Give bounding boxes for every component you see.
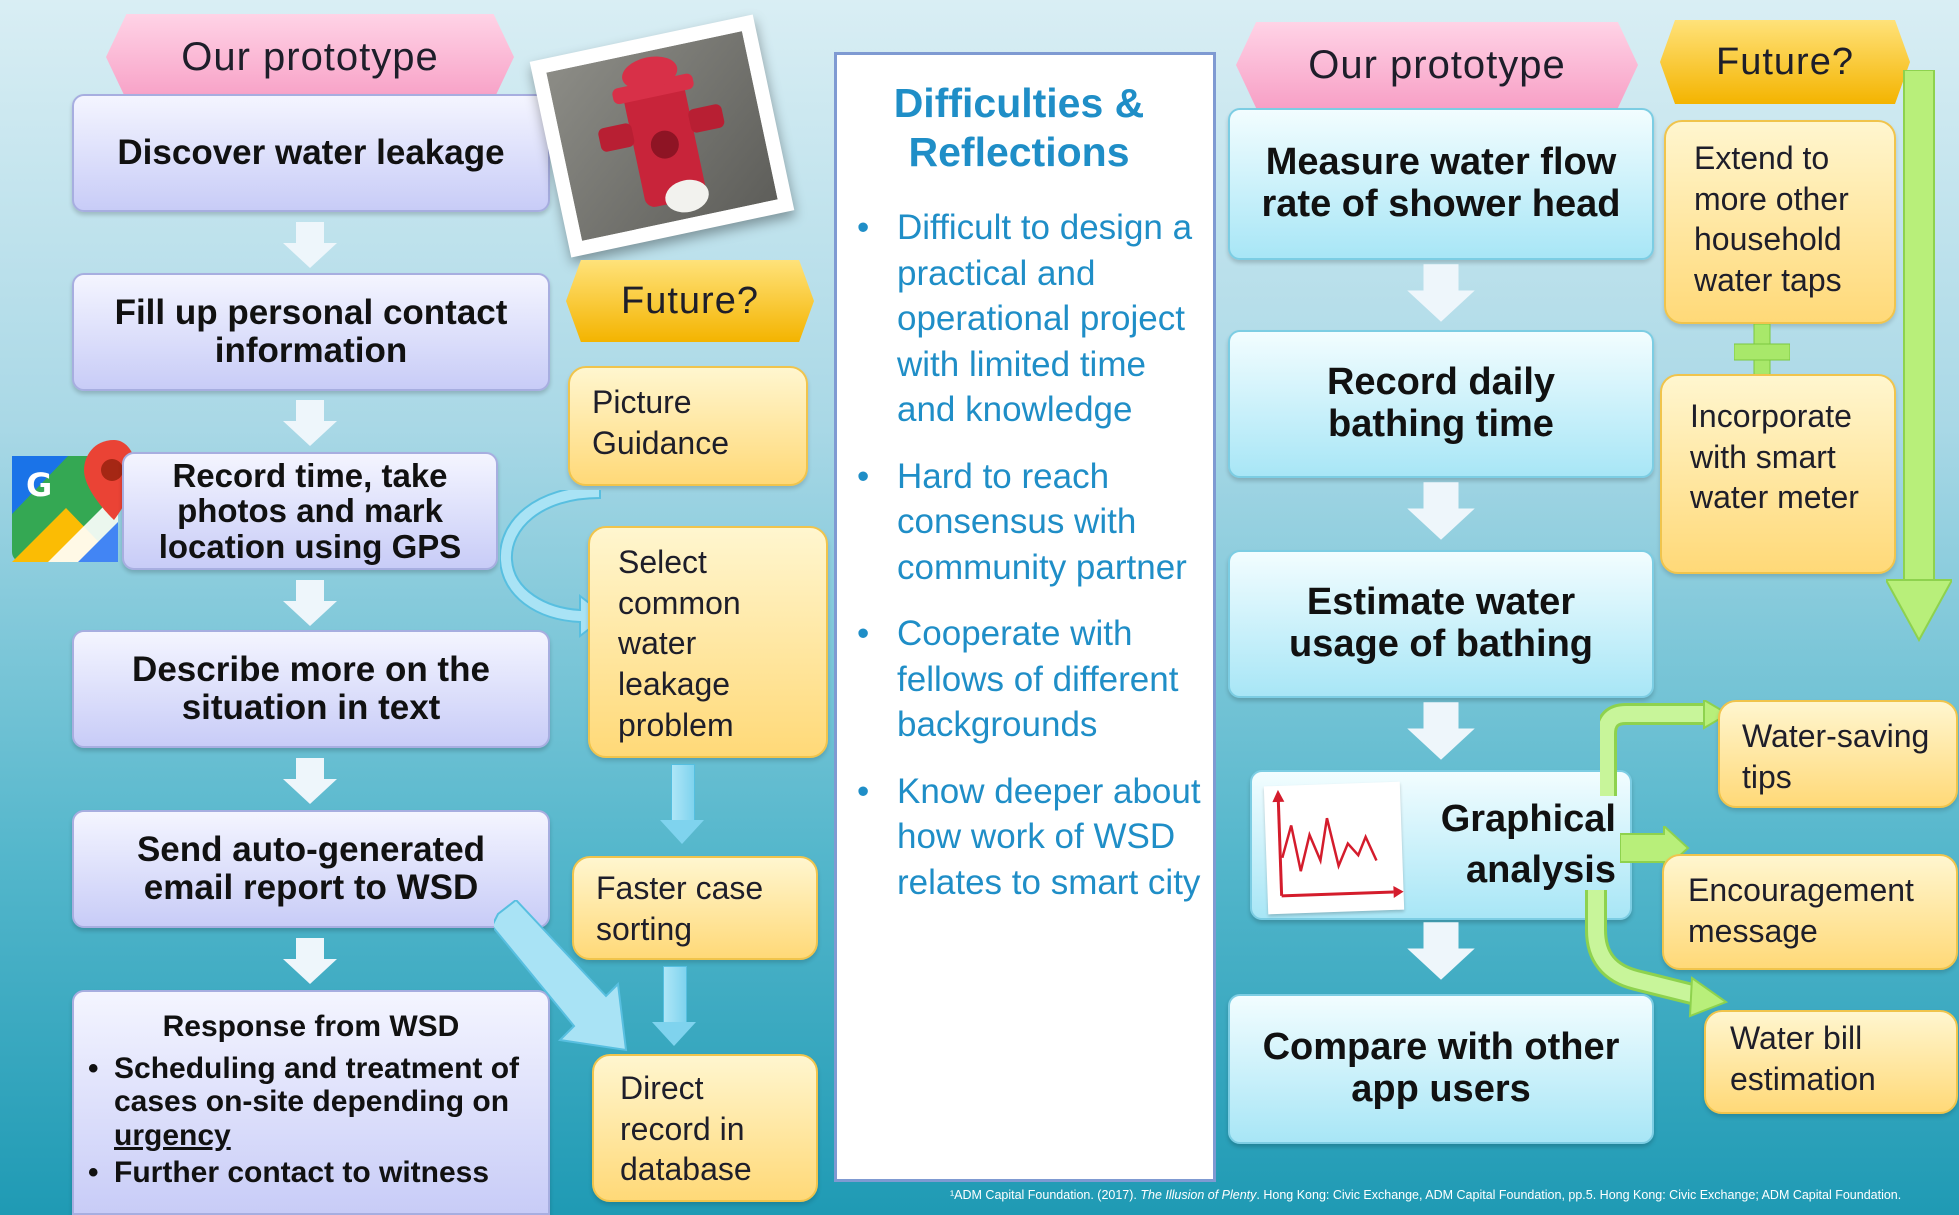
curved-arrow-gps-to-select	[498, 484, 610, 640]
response-bullet-2-text: Further contact to witness	[114, 1156, 490, 1190]
output-water-bill-estimation-label: Water bill estimation	[1730, 1020, 1876, 1097]
future-extend-taps: Extend to more other household water tap…	[1664, 120, 1896, 324]
future-direct-record-database: Direct record in database	[592, 1054, 818, 1202]
step-fill-contact-info-label: Fill up personal contact information	[114, 292, 508, 370]
response-title: Response from WSD	[162, 1010, 460, 1043]
step-record-time-gps[interactable]: Record time, take photos and mark locati…	[122, 452, 498, 570]
future-picture-guidance: Picture Guidance	[568, 366, 808, 486]
right-down-arrow-1	[1407, 264, 1475, 322]
difficulty-bullet-1: Difficult to design a practical and oper…	[837, 205, 1207, 433]
future-extend-taps-label: Extend to more other household water tap…	[1694, 140, 1849, 298]
green-arrow-to-bill	[1580, 890, 1730, 1020]
output-water-saving-tips: Water-saving tips	[1718, 700, 1958, 808]
green-arrow-to-tips	[1595, 698, 1730, 800]
line-chart-icon	[1263, 781, 1405, 915]
future-green-down-arrow	[1884, 69, 1954, 643]
citation-pre: ¹ADM Capital Foundation. (2017).	[950, 1188, 1141, 1202]
step-record-bathing-time[interactable]: Record daily bathing time	[1228, 330, 1654, 478]
output-encouragement-message-label: Encouragement message	[1688, 872, 1914, 949]
difficulties-reflections-panel: Difficulties & Reflections Difficult to …	[834, 52, 1216, 1182]
step-send-email-report[interactable]: Send auto-generated email report to WSD	[72, 810, 550, 928]
step-discover-leakage[interactable]: Discover water leakage	[72, 94, 550, 212]
right-down-arrow-4	[1407, 922, 1475, 980]
right-down-arrow-2	[1407, 482, 1475, 540]
right-prototype-banner-label: Our prototype	[1308, 42, 1566, 87]
left-future-banner: Future?	[566, 260, 814, 342]
citation-post: . Hong Kong: Civic Exchange, ADM Capital…	[1256, 1188, 1902, 1202]
right-prototype-banner: Our prototype	[1236, 22, 1638, 108]
output-encouragement-message: Encouragement message	[1662, 854, 1958, 970]
right-future-banner-label: Future?	[1716, 40, 1854, 83]
citation-title: The Illusion of Plenty	[1140, 1188, 1257, 1202]
step-compare-users[interactable]: Compare with other app users	[1228, 994, 1654, 1144]
difficulty-bullet-4: Know deeper about how work of WSD relate…	[837, 769, 1207, 906]
step-record-time-gps-label: Record time, take photos and mark locati…	[158, 456, 462, 565]
down-arrow-3	[283, 580, 337, 626]
response-bullet-1-text: Scheduling and treatment of cases on-sit…	[114, 1051, 520, 1119]
down-arrow-5	[283, 938, 337, 984]
cyan-down-arrow-2	[652, 966, 696, 1046]
output-water-saving-tips-label: Water-saving tips	[1742, 718, 1930, 795]
citation-footnote: ¹ADM Capital Foundation. (2017). The Ill…	[950, 1188, 1901, 1202]
plus-icon	[1733, 323, 1791, 381]
future-picture-guidance-label: Picture Guidance	[592, 384, 729, 461]
right-future-banner: Future?	[1660, 20, 1910, 104]
future-faster-case-sorting-label: Faster case sorting	[596, 870, 764, 947]
step-measure-flow-rate-label: Measure water flow rate of shower head	[1261, 141, 1621, 225]
diagonal-arrow-email-to-database	[490, 898, 634, 1060]
step-graphical-analysis-label: Graphical analysis	[1440, 797, 1616, 891]
step-describe-situation[interactable]: Describe more on the situation in text	[72, 630, 550, 748]
future-faster-case-sorting: Faster case sorting	[572, 856, 818, 960]
future-select-common-problem-label: Select common water leakage problem	[618, 544, 741, 743]
left-prototype-banner: Our prototype	[106, 14, 514, 100]
future-smart-meter: Incorporate with smart water meter	[1660, 374, 1896, 574]
down-arrow-4	[283, 758, 337, 804]
step-estimate-usage-label: Estimate water usage of bathing	[1289, 581, 1593, 665]
step-record-bathing-time-label: Record daily bathing time	[1326, 361, 1556, 445]
difficulties-title: Difficulties & Reflections	[893, 80, 1145, 176]
response-bullet-1: • Scheduling and treatment of cases on-s…	[88, 1051, 520, 1152]
step-estimate-usage[interactable]: Estimate water usage of bathing	[1228, 550, 1654, 698]
step-compare-users-label: Compare with other app users	[1262, 1026, 1620, 1110]
step-describe-situation-label: Describe more on the situation in text	[132, 649, 490, 727]
future-smart-meter-label: Incorporate with smart water meter	[1690, 398, 1859, 516]
future-direct-record-database-label: Direct record in database	[620, 1070, 752, 1188]
right-down-arrow-3	[1407, 702, 1475, 760]
left-prototype-banner-label: Our prototype	[181, 34, 439, 79]
down-arrow-1	[283, 222, 337, 268]
future-select-common-problem: Select common water leakage problem	[588, 526, 828, 758]
difficulty-bullet-2: Hard to reach consensus with community p…	[837, 454, 1207, 591]
difficulties-bullets: Difficult to design a practical and oper…	[837, 205, 1207, 926]
difficulty-bullet-3: Cooperate with fellows of different back…	[837, 611, 1207, 748]
step-measure-flow-rate[interactable]: Measure water flow rate of shower head	[1228, 108, 1654, 260]
down-arrow-2	[283, 400, 337, 446]
step-fill-contact-info[interactable]: Fill up personal contact information	[72, 273, 550, 391]
response-from-wsd-box: Response from WSD • Scheduling and treat…	[72, 990, 550, 1215]
fire-hydrant-photo	[529, 14, 795, 258]
output-water-bill-estimation: Water bill estimation	[1704, 1010, 1958, 1114]
response-bullet-1-underlined: urgency	[114, 1118, 231, 1152]
step-discover-leakage-label: Discover water leakage	[117, 132, 505, 172]
cyan-down-arrow-1	[660, 764, 704, 844]
left-future-banner-label: Future?	[621, 279, 759, 322]
step-send-email-report-label: Send auto-generated email report to WSD	[136, 829, 486, 907]
svg-text:G: G	[26, 466, 52, 504]
response-bullet-2: • Further contact to witness	[88, 1156, 490, 1190]
google-maps-icon: G	[8, 434, 138, 564]
